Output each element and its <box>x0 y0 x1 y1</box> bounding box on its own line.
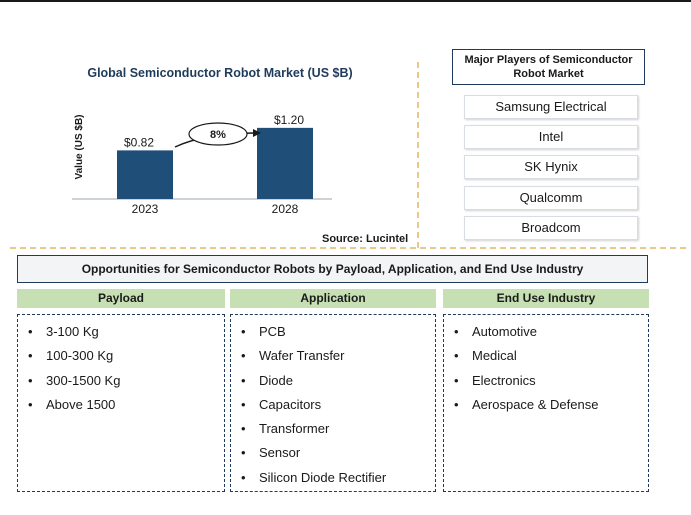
list-item: • Diode <box>241 369 435 393</box>
y-axis-label: Value (US $B) <box>74 114 85 179</box>
bar-2028 <box>257 127 313 199</box>
player-samsung: Samsung Electrical <box>464 95 638 119</box>
vertical-divider <box>417 62 419 248</box>
list-item: • Above 1500 <box>28 393 224 417</box>
application-header: Application <box>230 289 436 308</box>
list-item: • Capacitors <box>241 393 435 417</box>
source-label: Source: Lucintel <box>322 233 409 245</box>
list-item-label: Transformer <box>259 421 330 437</box>
list-item-label: Silicon Diode Rectifier <box>259 469 387 485</box>
list-item-label: Electronics <box>472 372 536 388</box>
list-item: • Sensor <box>241 441 435 465</box>
chart-title: Global Semiconductor Robot Market (US $B… <box>87 66 353 80</box>
bullet-icon: • <box>241 396 246 412</box>
growth-label: 8% <box>210 129 226 141</box>
list-item-label: Wafer Transfer <box>259 348 345 364</box>
horizontal-divider <box>10 247 686 249</box>
list-item-label: 100-300 Kg <box>46 348 114 364</box>
x-tick-2023: 2023 <box>132 202 159 216</box>
list-item-label: 3-100 Kg <box>46 324 99 339</box>
application-box: • PCB • Wafer Transfer • Diode • Capacitors • Tra… <box>230 314 436 492</box>
bar-chart: Value (US $B) $0.82 2023 $1.20 2028 8% <box>72 113 332 216</box>
list-item: • 100-300 Kg <box>28 344 224 368</box>
end-use-list: • Automotive • Medical • Electronics • Aerospac… <box>444 315 648 417</box>
bullet-icon: • <box>454 372 459 388</box>
list-item-label: Diode <box>259 372 293 388</box>
bullet-icon: • <box>241 324 246 339</box>
payload-header: Payload <box>17 289 225 308</box>
list-item-label: Capacitors <box>259 396 322 412</box>
bullet-icon: • <box>28 324 33 339</box>
player-broadcom: Broadcom <box>464 216 638 240</box>
list-item: • Silicon Diode Rectifier <box>241 466 435 490</box>
list-item-label: PCB <box>259 324 286 339</box>
list-item-label: Above 1500 <box>46 396 116 412</box>
list-item-label: 300-1500 Kg <box>46 372 121 388</box>
list-item: • Electronics <box>454 369 648 393</box>
bullet-icon: • <box>454 348 459 364</box>
bullet-icon: • <box>241 445 246 461</box>
list-item-label: Sensor <box>259 445 301 461</box>
list-item: • Medical <box>454 344 648 368</box>
bullet-icon: • <box>28 396 33 412</box>
players-title: Major Players of Semiconductor Robot Mar… <box>452 49 645 85</box>
bullet-icon: • <box>28 348 33 364</box>
data-label-2023: $0.82 <box>124 135 154 149</box>
end-use-box: • Automotive • Medical • Electronics • Aerospac… <box>443 314 649 492</box>
growth-ellipse <box>188 122 248 146</box>
player-intel: Intel <box>464 125 638 149</box>
player-sk-hynix: SK Hynix <box>464 155 638 179</box>
application-list: • PCB • Wafer Transfer • Diode • Capacitors • Tra… <box>231 315 435 490</box>
bullet-icon: • <box>454 396 459 412</box>
list-item: • Aerospace & Defense <box>454 393 648 417</box>
end-use-header: End Use Industry <box>443 289 649 308</box>
list-item-label: Aerospace & Defense <box>472 396 599 412</box>
list-item: • 3-100 Kg <box>28 320 224 344</box>
list-item-label: Automotive <box>472 324 538 339</box>
list-item: • PCB <box>241 320 435 344</box>
bar-2023 <box>117 150 173 199</box>
growth-annotation: 8% <box>174 122 261 148</box>
bullet-icon: • <box>454 324 459 339</box>
bullet-icon: • <box>241 469 246 485</box>
bullet-icon: • <box>28 372 33 388</box>
top-rule <box>0 0 691 2</box>
opportunities-title: Opportunities for Semiconductor Robots b… <box>17 255 648 283</box>
bars-group: $0.82 2023 $1.20 2028 <box>117 113 313 216</box>
list-item: • Automotive <box>454 320 648 344</box>
bullet-icon: • <box>241 372 246 388</box>
bullet-icon: • <box>241 421 246 437</box>
list-item: • Wafer Transfer <box>241 344 435 368</box>
bullet-icon: • <box>241 348 246 364</box>
list-item-label: Medical <box>472 348 517 364</box>
x-tick-2028: 2028 <box>272 202 299 216</box>
list-item: • Transformer <box>241 417 435 441</box>
payload-box: • 3-100 Kg • 100-300 Kg • 300-1500 Kg • Above 1… <box>17 314 225 492</box>
payload-list: • 3-100 Kg • 100-300 Kg • 300-1500 Kg • Above 1… <box>18 315 224 417</box>
list-item: • 300-1500 Kg <box>28 369 224 393</box>
player-qualcomm: Qualcomm <box>464 186 638 210</box>
data-label-2028: $1.20 <box>274 113 304 127</box>
growth-arrow-head <box>253 129 261 137</box>
